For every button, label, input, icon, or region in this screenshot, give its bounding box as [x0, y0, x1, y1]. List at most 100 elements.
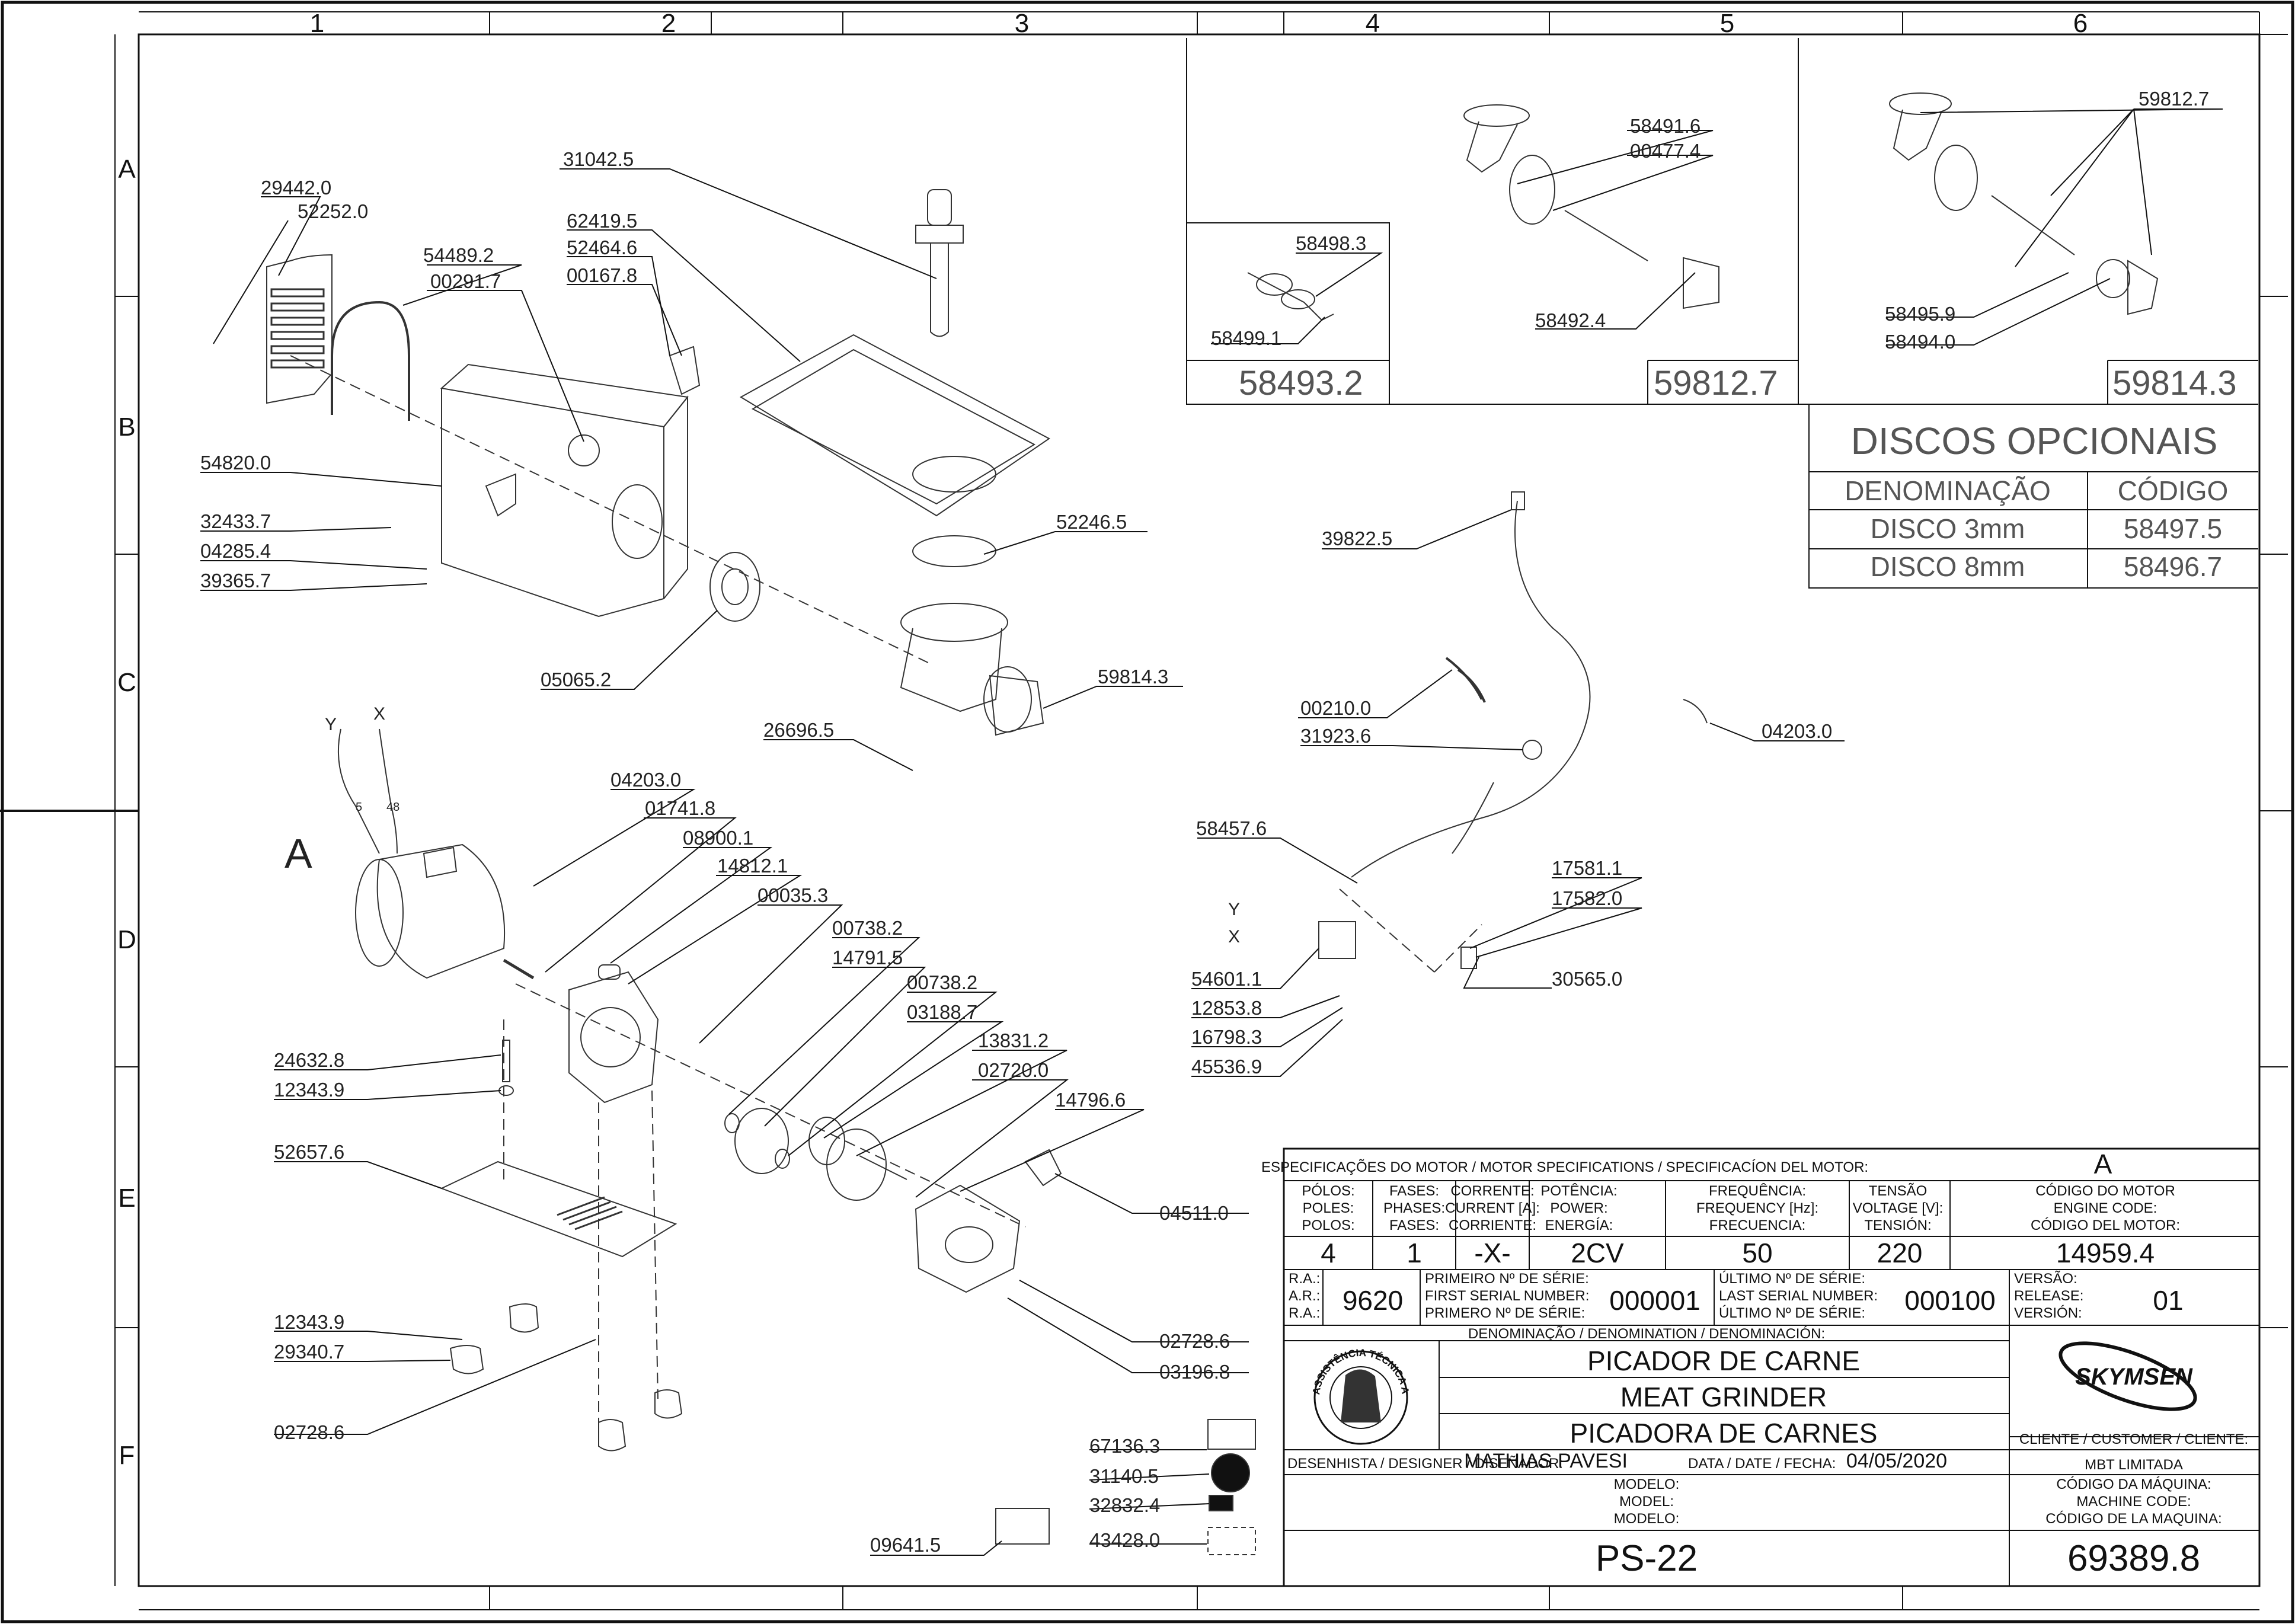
grid-col-5: 5 [1720, 9, 1734, 38]
callout-58491-6: 58491.6 [1630, 115, 1701, 137]
engine-code-label-en: ENGINE CODE: [2054, 1200, 2157, 1216]
current-value: -X- [1474, 1238, 1510, 1268]
power-cord [1318, 491, 1708, 969]
disc-row-1-code: 58497.5 [2124, 513, 2222, 544]
callout-54820-0: 54820.0 [200, 452, 271, 474]
grid-col-2: 2 [661, 9, 676, 38]
callout-00035-3: 00035.3 [757, 884, 828, 906]
product-name-es: PICADORA DE CARNES [1570, 1418, 1878, 1449]
latch [669, 346, 701, 395]
callout-58492-4: 58492.4 [1535, 309, 1606, 331]
callout-08900-1: 08900.1 [683, 827, 753, 849]
kit-code-59814-3: 59814.3 [2112, 364, 2237, 402]
callout-32832-4: 32832.4 [1089, 1494, 1160, 1516]
callout-67136-3: 67136.3 [1089, 1435, 1160, 1457]
grinder-head [900, 535, 1044, 736]
kit-code-59812-7: 59812.7 [1654, 364, 1778, 402]
callout-14796-6: 14796.6 [1055, 1089, 1126, 1111]
callout-00210-0: 00210.0 [1300, 697, 1371, 719]
disc-row-2-code: 58496.7 [2124, 551, 2222, 582]
poles-value: 4 [1321, 1238, 1336, 1268]
callout-59814-3: 59814.3 [1098, 666, 1168, 688]
gearbox [568, 964, 659, 1104]
ra-value: 9620 [1343, 1285, 1403, 1316]
callout-13831-2: 13831.2 [978, 1030, 1049, 1051]
leader-lines [200, 108, 2223, 1556]
brand-wordmark: SKYMSEN [2075, 1364, 2193, 1390]
date-label: DATA / DATE / FECHA: [1688, 1456, 1836, 1472]
callout-17582-0: 17582.0 [1552, 887, 1622, 909]
client-value: MBT LIMITADA [2085, 1457, 2183, 1473]
callout-30565-0: 30565.0 [1552, 968, 1622, 990]
callout-54489-2: 54489.2 [423, 244, 494, 266]
callout-29340-7: 29340.7 [274, 1341, 344, 1363]
callout-62419-5: 62419.5 [567, 210, 637, 232]
callout-58495-9: 58495.9 [1885, 303, 1955, 325]
wire-label-x: X [373, 704, 385, 724]
first-serial-label-pt: PRIMEIRO Nº DE SÉRIE: [1425, 1271, 1589, 1287]
callout-03188-7: 03188.7 [907, 1001, 977, 1023]
callout-58498-3: 58498.3 [1296, 232, 1366, 254]
base-plate [440, 1040, 677, 1258]
callout-52464-6: 52464.6 [567, 236, 637, 258]
brand-logo: SKYMSEN [2059, 1341, 2197, 1411]
voltage-label-es: TENSIÓN: [1864, 1217, 1931, 1233]
product-name-pt: PICADOR DE CARNE [1587, 1345, 1860, 1376]
date-value: 04/05/2020 [1846, 1450, 1947, 1472]
poles-label-en: POLES: [1303, 1200, 1354, 1216]
motor-marker: A [285, 830, 312, 877]
freq-label-pt: FREQUÊNCIA: [1709, 1183, 1806, 1199]
model-label-en: MODEL: [1619, 1494, 1674, 1510]
callout-45536-9: 45536.9 [1191, 1056, 1262, 1078]
version-label-es: VERSIÓN: [2014, 1305, 2082, 1321]
callout-09641-5: 09641.5 [870, 1534, 941, 1556]
current-label-pt: CORRENTE: [1450, 1183, 1534, 1199]
freq-label-en: FREQUENCY [Hz]: [1696, 1200, 1818, 1216]
wire-labels: Y X 5 48 Y X A [285, 704, 1240, 947]
engine-code-label-es: CÓDIGO DEL MOTOR: [2031, 1217, 2180, 1233]
callout-17581-1: 17581.1 [1552, 857, 1622, 879]
pusher [915, 189, 964, 337]
callout-26696-5: 26696.5 [763, 719, 834, 741]
voltage-label-en: VOLTAGE [V]: [1853, 1200, 1943, 1216]
callout-14812-1: 14812.1 [717, 855, 788, 877]
freq-label-es: FRECUENCIA: [1709, 1217, 1806, 1233]
callout-43428-0: 43428.0 [1089, 1529, 1160, 1551]
designer-value: MATHIAS PAVESI [1464, 1450, 1628, 1472]
first-serial-label-es: PRIMERO Nº DE SÉRIE: [1425, 1305, 1585, 1321]
last-serial-label-pt: ÚLTIMO Nº DE SÉRIE: [1719, 1271, 1865, 1287]
callout-52246-5: 52246.5 [1056, 511, 1127, 533]
client-label: CLIENTE / CUSTOMER / CLIENTE: [2019, 1431, 2248, 1447]
product-name-en: MEAT GRINDER [1620, 1382, 1827, 1412]
last-serial-value: 000100 [1904, 1285, 1996, 1316]
kit1-drawing [1247, 272, 1334, 321]
callout-14791-5: 14791.5 [832, 947, 903, 968]
part-callouts: 29442.0 52252.0 54489.2 00291.7 31042.5 … [200, 88, 2209, 1556]
grid-row-e: E [118, 1184, 135, 1213]
discs-title: DISCOS OPCIONAIS [1851, 420, 2218, 462]
callout-04511-0: 04511.0 [1159, 1202, 1229, 1224]
disc-row-1-name: DISCO 3mm [1871, 513, 2025, 544]
model-label-es: MODELO: [1614, 1511, 1680, 1527]
wire-label-48: 48 [386, 801, 399, 814]
version-value: 01 [2153, 1285, 2183, 1316]
callout-24632-8: 24632.8 [274, 1049, 344, 1071]
current-label-es: CORRIENTE: [1449, 1217, 1536, 1233]
callout-02728-6-b: 02728.6 [274, 1421, 344, 1443]
gear-train [724, 1108, 907, 1201]
engine-code-value: 14959.4 [2056, 1238, 2155, 1268]
power-value: 2CV [1571, 1238, 1624, 1268]
callout-04203-0: 04203.0 [610, 769, 681, 791]
grid-row-c: C [117, 668, 136, 697]
first-serial-value: 000001 [1609, 1285, 1701, 1316]
authorized-service-seal: ASSISTÊNCIA TÉCNICA AUTORIZADA [0, 0, 1411, 1445]
grid-row-a: A [118, 155, 136, 184]
grid-col-1: 1 [310, 9, 324, 38]
wire-label-y: Y [325, 715, 337, 734]
motor-spec-header: ESPECIFICAÇÕES DO MOTOR / MOTOR SPECIFIC… [1261, 1159, 1868, 1175]
machine-code-label-es: CÓDIGO DE LA MAQUINA: [2045, 1511, 2222, 1527]
callout-31042-5: 31042.5 [563, 148, 634, 170]
grid-col-4: 4 [1366, 9, 1380, 38]
motor-housing [440, 363, 689, 618]
